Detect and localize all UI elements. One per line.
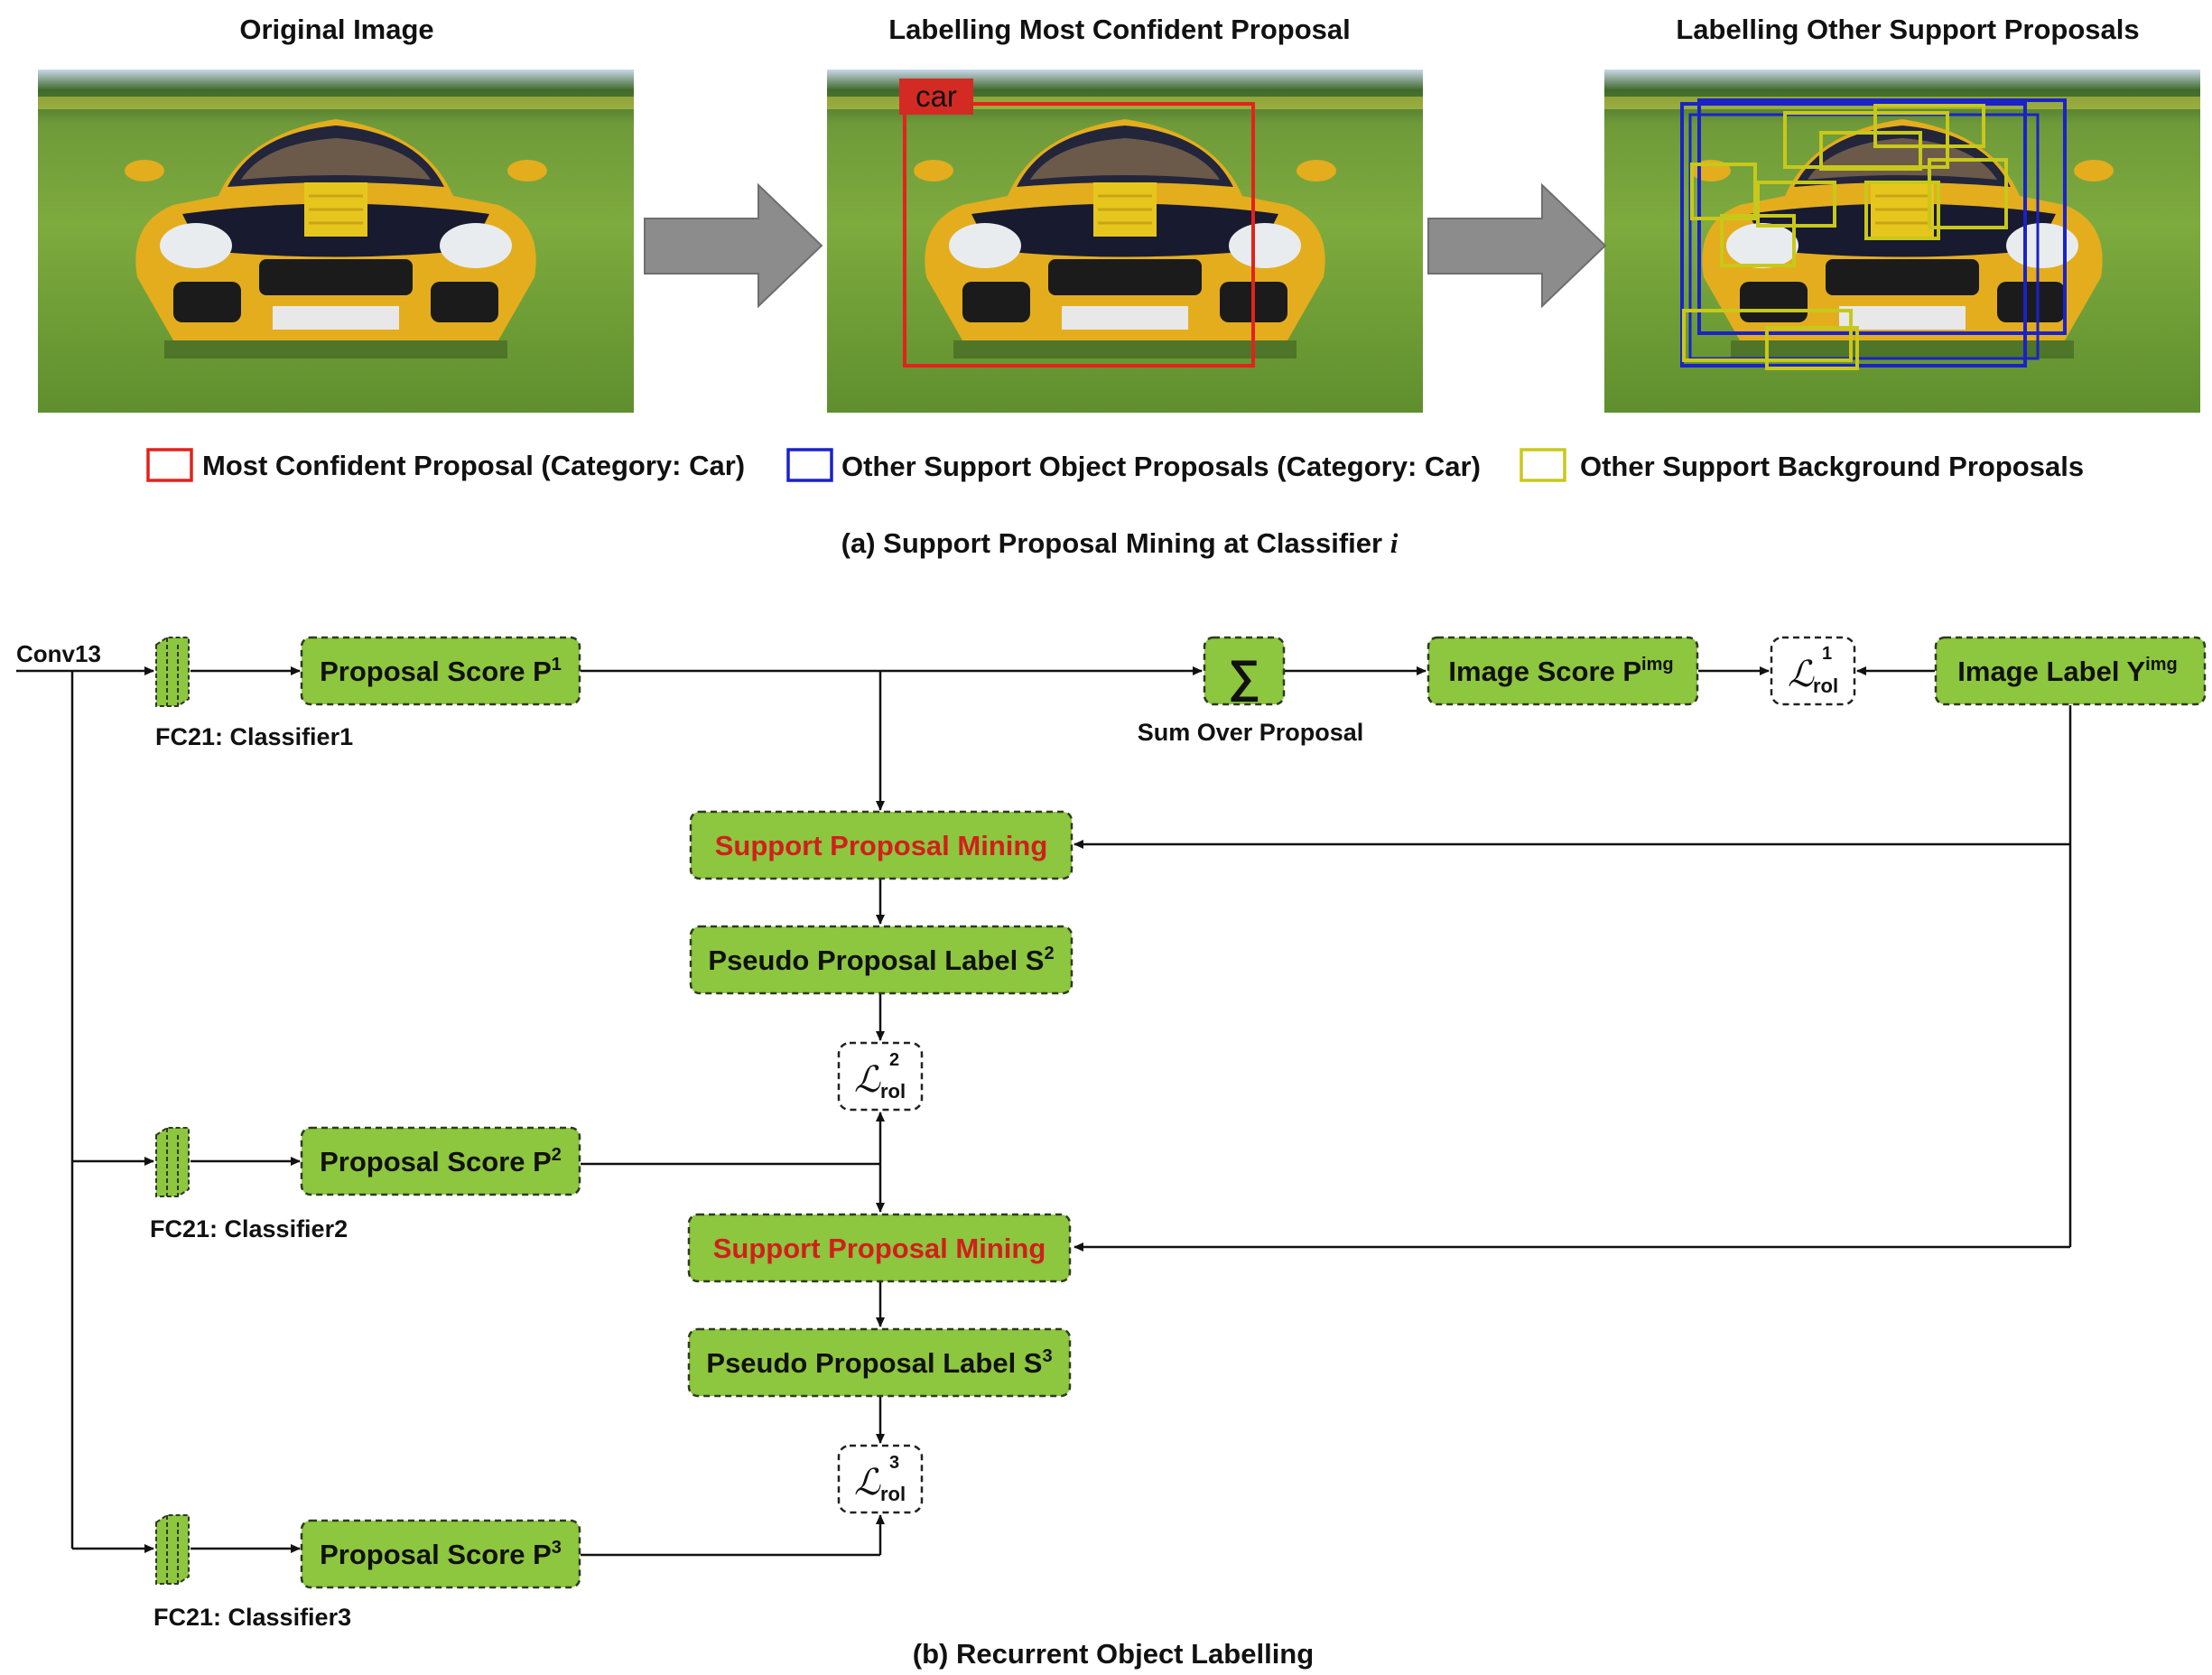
loss-2-node — [837, 1041, 924, 1112]
background-box — [1756, 181, 1836, 228]
background-box — [1928, 158, 2008, 229]
loss-3-node — [837, 1444, 924, 1514]
caption-a: (a) Support Proposal Mining at Classifie… — [841, 527, 1399, 559]
fc-layer-icon — [155, 1514, 190, 1585]
background-box — [1765, 326, 1859, 370]
legend-blue-label: Other Support Object Proposals (Category… — [841, 451, 1481, 482]
conv13-label: Conv13 — [16, 640, 101, 667]
pseudo-label-s3 — [687, 1327, 1072, 1398]
legend-yellow-swatch — [1520, 448, 1566, 482]
loss-1-sub: rol — [1813, 675, 1838, 697]
background-box — [1864, 181, 1940, 240]
background-box — [1819, 131, 1922, 171]
support-proposal-mining-1 — [689, 810, 1073, 880]
loss-1-sup: 1 — [1822, 644, 1832, 664]
loss-3-sub: rol — [880, 1483, 906, 1505]
image-score-label: Image Score Pimg — [1448, 655, 1673, 687]
proposal-score-p1-label: Proposal Score P1 — [320, 655, 562, 687]
car-tag — [899, 79, 973, 115]
most-confident-box — [903, 102, 1255, 368]
pseudo-label-s3-label: Pseudo Proposal Label S3 — [706, 1346, 1052, 1379]
header-original-image: Original Image — [239, 14, 433, 45]
support-proposal-mining-2-label: Support Proposal Mining — [713, 1233, 1046, 1264]
fc-classifier3-label: FC21: Classifier3 — [153, 1604, 351, 1631]
pseudo-label-s2 — [689, 925, 1073, 995]
right-arrow-icon — [1427, 182, 1607, 309]
car-tag-label: car — [915, 79, 957, 113]
sum-label: Sum Over Proposal — [1138, 719, 1364, 746]
legend-yellow-label: Other Support Background Proposals — [1580, 451, 2084, 482]
image-score-node — [1427, 636, 1699, 706]
loss-1-node — [1770, 636, 1856, 706]
proposal-score-p2 — [300, 1126, 581, 1196]
loss-2-sub: rol — [880, 1080, 906, 1103]
legend-red-swatch — [146, 448, 193, 482]
proposal-score-p3-label: Proposal Score P3 — [320, 1538, 562, 1570]
loss-2-sup: 2 — [889, 1050, 899, 1070]
loss-3-sup: 3 — [889, 1453, 899, 1473]
fc-classifier2-label: FC21: Classifier2 — [150, 1215, 348, 1242]
right-arrow-icon — [644, 182, 823, 309]
background-box — [1873, 104, 1985, 148]
legend-red-label: Most Confident Proposal (Category: Car) — [202, 450, 745, 481]
fc-classifier1-label: FC21: Classifier1 — [155, 723, 353, 750]
sum-node — [1203, 636, 1286, 706]
proposal-score-p2-label: Proposal Score P2 — [320, 1145, 562, 1177]
header-other-support: Labelling Other Support Proposals — [1676, 14, 2139, 45]
caption-b: (b) Recurrent Object Labelling — [913, 1638, 1314, 1670]
support-proposal-mining-1-label: Support Proposal Mining — [715, 830, 1048, 861]
sum-symbol: ∑ — [1228, 651, 1260, 703]
header-most-confident: Labelling Most Confident Proposal — [888, 14, 1351, 45]
proposal-score-p3 — [300, 1519, 581, 1589]
loss-3-symbol: ℒ — [854, 1462, 881, 1503]
car-photo-original — [36, 68, 636, 414]
pseudo-label-s2-label: Pseudo Proposal Label S2 — [708, 944, 1054, 976]
fc-layer-icon — [155, 1127, 190, 1197]
car-photo-other-support — [1603, 68, 2202, 414]
proposal-score-p1 — [300, 636, 581, 706]
image-label-label: Image Label Yimg — [1957, 655, 2177, 687]
object-box — [1680, 102, 2027, 368]
legend-blue-swatch — [786, 448, 833, 482]
car-photo-most-confident: car — [825, 68, 1425, 414]
image-label-node — [1934, 636, 2207, 706]
fc-layer-icon — [155, 637, 190, 707]
support-proposal-mining-2 — [687, 1213, 1072, 1283]
loss-1-symbol: ℒ — [1788, 654, 1815, 695]
loss-2-symbol: ℒ — [854, 1059, 881, 1101]
